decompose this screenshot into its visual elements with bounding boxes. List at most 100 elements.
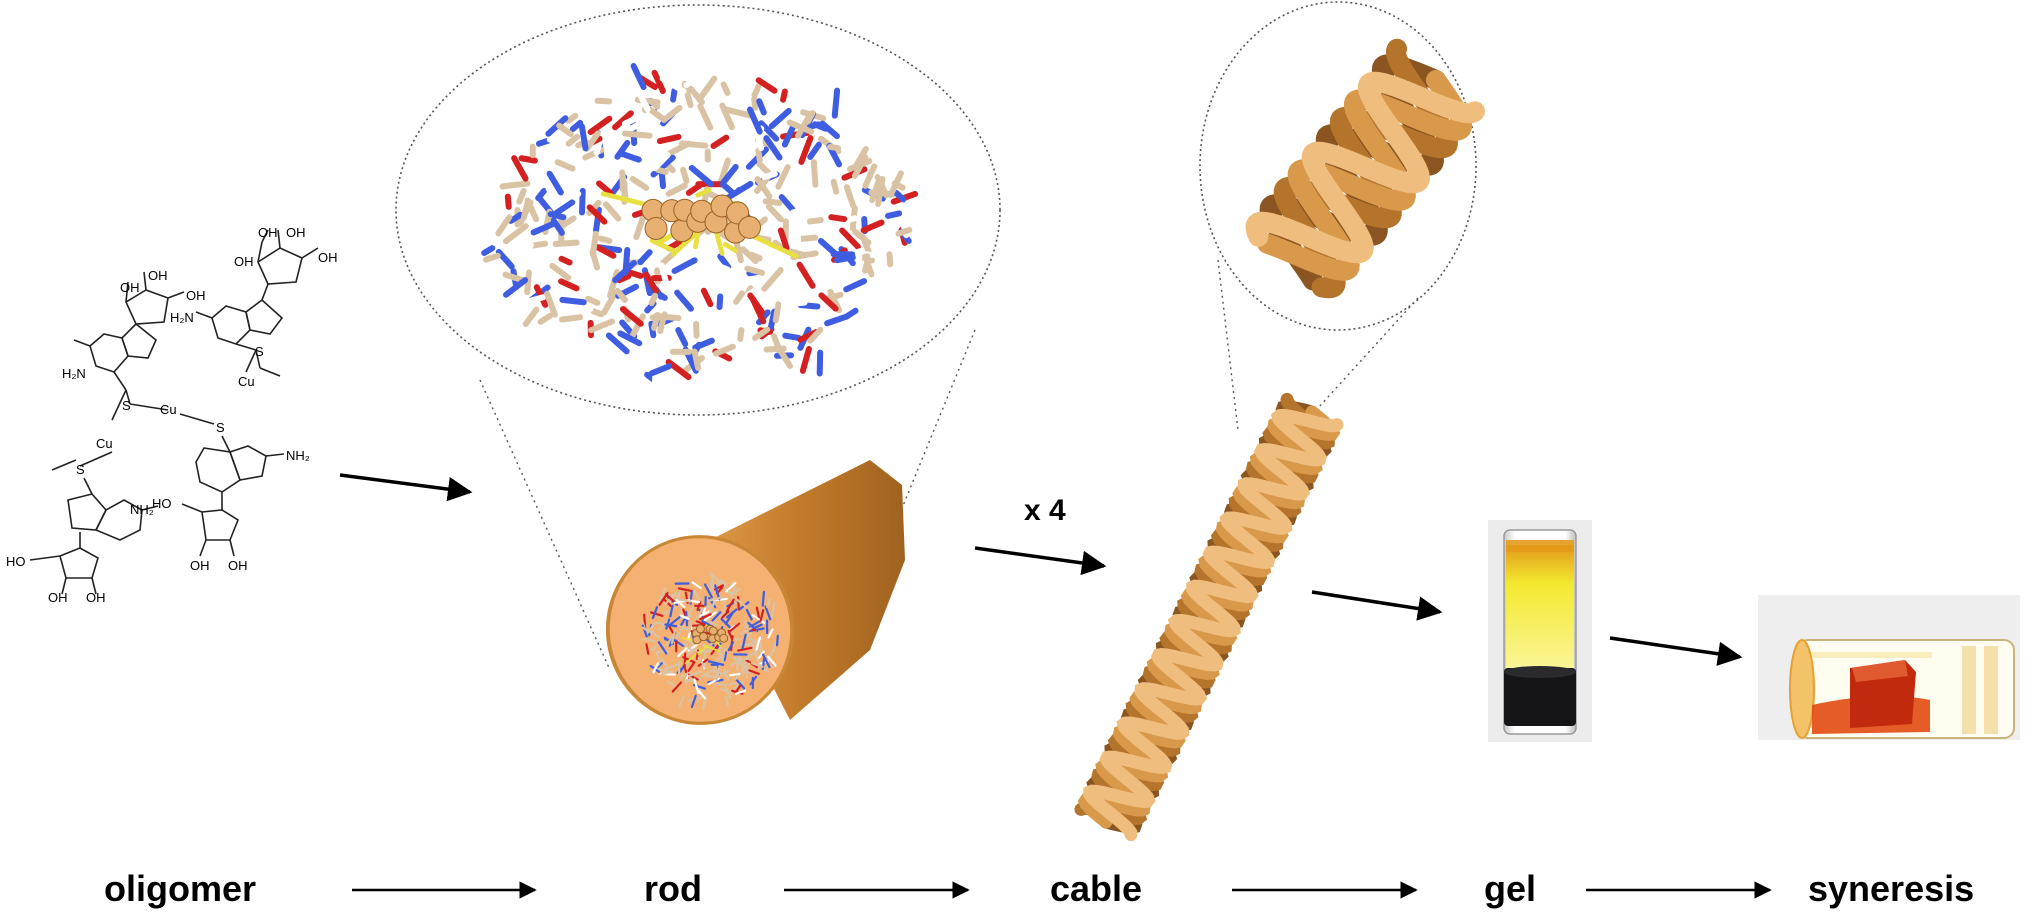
molecular-bond [786, 119, 815, 135]
molecular-bond [824, 313, 850, 327]
label-oh: OH [318, 250, 338, 265]
molecular-bond [495, 248, 515, 270]
molecular-bond [575, 145, 584, 175]
molecular-bond [691, 581, 702, 590]
molecular-bond [780, 88, 788, 103]
molecular-bond [736, 344, 755, 355]
molecular-bond [602, 201, 622, 222]
label-s: S [76, 462, 85, 477]
label-s: S [255, 344, 264, 359]
molecular-bond [728, 681, 744, 686]
molecular-bond [806, 217, 824, 225]
molecular-bond [614, 287, 628, 303]
molecular-bond [828, 214, 848, 223]
molecular-bond [659, 75, 687, 95]
molecular-bond [682, 642, 693, 652]
arrow-gel-to-syneresis [1609, 636, 1743, 666]
molecular-bond [556, 122, 574, 138]
molecular-bond [852, 228, 872, 246]
process-row: oligomer rod cable gel syneresis [104, 868, 1974, 909]
molecular-bond [600, 345, 625, 371]
molecular-bond [549, 262, 572, 281]
molecular-bond [768, 107, 792, 130]
molecular-bond [657, 311, 668, 335]
molecular-bond [804, 110, 816, 125]
molecular-bond [539, 151, 555, 166]
molecular-bond [637, 249, 653, 266]
molecular-bond [657, 641, 668, 655]
molecular-bond [761, 590, 766, 607]
molecular-bond [740, 627, 752, 636]
sulfur-bond [722, 241, 739, 254]
molecular-bond [781, 124, 796, 148]
cable-strand [1082, 408, 1344, 842]
molecular-bond [717, 580, 728, 586]
molecular-bond [544, 290, 558, 318]
molecular-bond [799, 346, 812, 374]
molecular-bond [658, 587, 667, 602]
molecular-bond [678, 140, 709, 149]
molecular-bond [688, 620, 693, 634]
molecular-bond [723, 651, 728, 662]
molecular-bond [716, 293, 724, 311]
molecular-bond [499, 180, 531, 190]
molecular-bond [670, 87, 678, 103]
sulfur-bond [698, 648, 702, 652]
copper-atom [708, 626, 718, 636]
molecular-bond [697, 656, 707, 669]
stage-label-oligomer: oligomer [104, 868, 256, 909]
molecular-bond [713, 669, 727, 676]
molecular-bond [745, 608, 753, 621]
molecular-bond [699, 613, 712, 621]
molecular-bond [718, 687, 733, 694]
molecular-bond [782, 332, 802, 341]
molecular-bond [648, 292, 659, 307]
molecular-bond [651, 606, 659, 620]
molecular-bond [623, 268, 644, 279]
molecular-bond [622, 93, 634, 112]
molecular-model-cross-section [641, 572, 779, 711]
molecular-bond [671, 257, 698, 275]
sulfur-bond [649, 238, 678, 254]
molecular-bond [708, 601, 716, 616]
molecular-bond [847, 146, 861, 160]
molecular-bond [798, 135, 814, 165]
molecular-bond [725, 581, 737, 593]
molecular-bond [665, 632, 675, 647]
molecular-bond [775, 164, 791, 190]
molecular-bond [560, 215, 577, 228]
molecular-bond [587, 115, 613, 136]
molecular-bond [725, 180, 754, 201]
molecular-bond [518, 155, 538, 164]
molecular-bond [741, 633, 747, 650]
molecular-bond [703, 583, 713, 599]
molecular-bond [655, 651, 662, 663]
molecular-bond [546, 136, 563, 145]
molecular-bond [755, 636, 762, 652]
molecular-bond [547, 211, 567, 221]
molecular-bond [693, 590, 702, 602]
cable-strand [1074, 392, 1336, 826]
rod-zoom [395, 4, 1001, 671]
sulfur-bond [703, 644, 721, 652]
molecular-bond [750, 662, 764, 668]
molecular-bond [753, 623, 763, 630]
molecular-bond [651, 372, 659, 390]
molecular-bond [530, 220, 558, 236]
molecular-bond [645, 643, 650, 655]
molecular-bond [794, 226, 802, 250]
molecular-bond [665, 182, 688, 197]
molecular-bond [522, 306, 540, 328]
molecular-bond [761, 170, 778, 180]
molecular-bond [588, 318, 616, 334]
label-oh: OH [86, 590, 106, 605]
molecular-bond [714, 682, 728, 687]
molecular-bond [726, 608, 738, 619]
molecular-bond [520, 197, 532, 221]
molecular-bond [887, 170, 904, 198]
molecular-bond [621, 115, 638, 127]
molecular-bond [721, 610, 730, 619]
molecular-bond [691, 348, 702, 371]
molecular-bond [756, 160, 772, 177]
oligomer-structure: OH OH OH OH H₂N S Cu OH OH OH H₂N S Cu C… [6, 225, 338, 605]
